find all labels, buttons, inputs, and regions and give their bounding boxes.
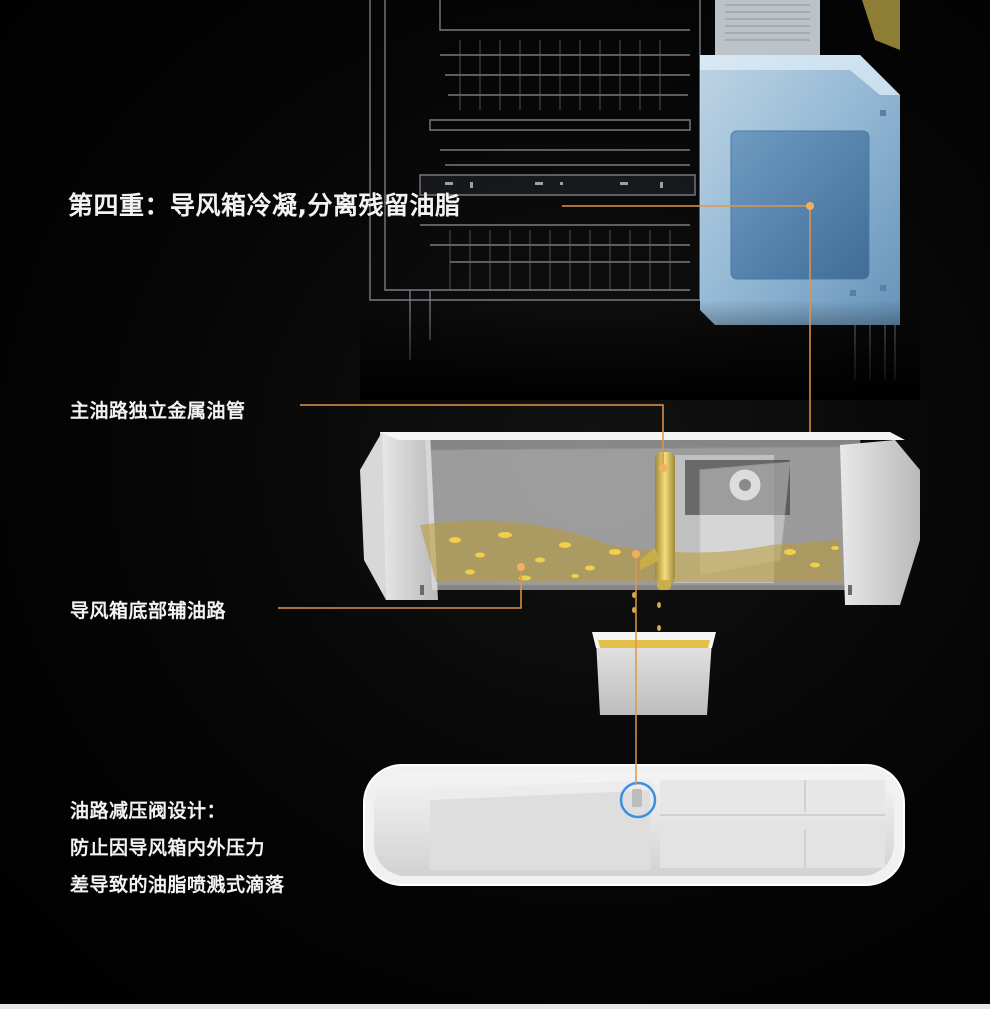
valve-line-1: 油路减压阀设计：: [70, 800, 227, 822]
pressure-valve-icon: [619, 781, 657, 819]
valve-line-3: 差导致的油脂喷溅式滴落: [70, 874, 285, 896]
main-oil-pipe-label: 主油路独立金属油管: [70, 400, 246, 422]
air-guide-box-top: [700, 55, 900, 380]
oil-cup-illustration: [592, 632, 716, 715]
fan-housing-illustration: [715, 0, 900, 55]
fade-overlay: [360, 300, 920, 400]
oil-pool: [420, 520, 842, 582]
oil-flecks: [449, 532, 839, 581]
aux-oil-path-label: 导风箱底部辅油路: [70, 600, 227, 622]
valve-description: 油路减压阀设计： 防止因导风箱内外压力 差导致的油脂喷溅式滴落: [70, 793, 285, 904]
oil-drips: [632, 592, 661, 631]
drip-tray-illustration: [363, 764, 905, 886]
bottom-divider: [0, 1004, 990, 1009]
callout-dots: [517, 202, 814, 571]
valve-line-2: 防止因导风箱内外压力: [70, 837, 266, 859]
air-guide-box-illustration: [360, 432, 920, 605]
rail-holes: [445, 182, 663, 188]
stage-title: 第四重：导风箱冷凝,分离残留油脂: [68, 191, 461, 220]
main-oil-pipe-illustration: [640, 452, 675, 590]
